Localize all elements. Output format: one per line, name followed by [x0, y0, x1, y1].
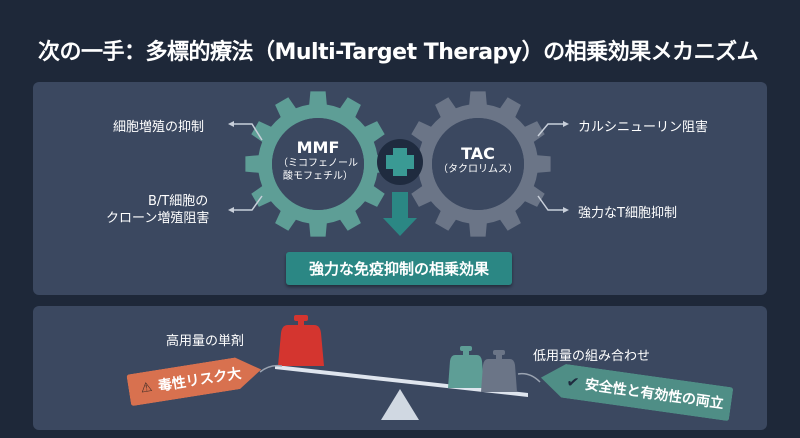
mmf-sub1: （ミコフェノール	[278, 158, 358, 169]
tac-effect-2: 強力なT細胞抑制	[578, 206, 677, 221]
mmf-gear-icon-hub	[272, 118, 364, 210]
page-title: 次の一手：多標的療法（Multi-Target Therapy）の相乗効果メカニ…	[38, 40, 759, 65]
mmf-gear-label: MMF （ミコフェノール 酸モフェチル）	[268, 138, 368, 183]
mmf-gear-icon	[245, 91, 391, 237]
check-icon: ✔	[565, 372, 581, 392]
synergy-result-box: 強力な免疫抑制の相乗効果	[286, 252, 512, 285]
arrow-mmf-top	[232, 123, 263, 141]
down-arrow-icon	[383, 192, 417, 236]
mmf-effect-2b: クローン増殖阻害	[106, 211, 210, 226]
tac-gear-icon	[405, 91, 551, 237]
tac-effect-1: カルシニューリン阻害	[578, 120, 709, 135]
mmf-name: MMF	[296, 138, 340, 157]
light-weight-gray-icon	[481, 350, 517, 392]
high-dose-label: 高用量の単剤	[166, 334, 245, 349]
low-dose-label: 低用量の組み合わせ	[533, 349, 651, 364]
mmf-effect-2a: B/T細胞の	[148, 194, 209, 209]
fulcrum	[381, 389, 419, 420]
arrow-tac-bottom	[537, 195, 565, 211]
mmf-effect-1: 細胞増殖の抑制	[113, 120, 205, 135]
plus-icon	[386, 148, 414, 176]
light-weight-teal-icon	[448, 346, 484, 388]
arrow-tac-top	[537, 123, 565, 137]
seesaw-beam	[275, 365, 528, 397]
arrow-mmf-bottom	[232, 195, 263, 211]
tac-gear-icon-hub	[432, 118, 524, 210]
connector-arrows	[232, 123, 565, 211]
warning-icon: ⚠	[139, 379, 154, 397]
heavy-weight-icon	[278, 315, 324, 366]
tac-gear-label: TAC （タクロリムス）	[428, 144, 528, 176]
tac-name: TAC	[461, 144, 495, 163]
tac-sub: （タクロリムス）	[438, 164, 518, 175]
mmf-sub2: 酸モフェチル）	[283, 171, 353, 182]
